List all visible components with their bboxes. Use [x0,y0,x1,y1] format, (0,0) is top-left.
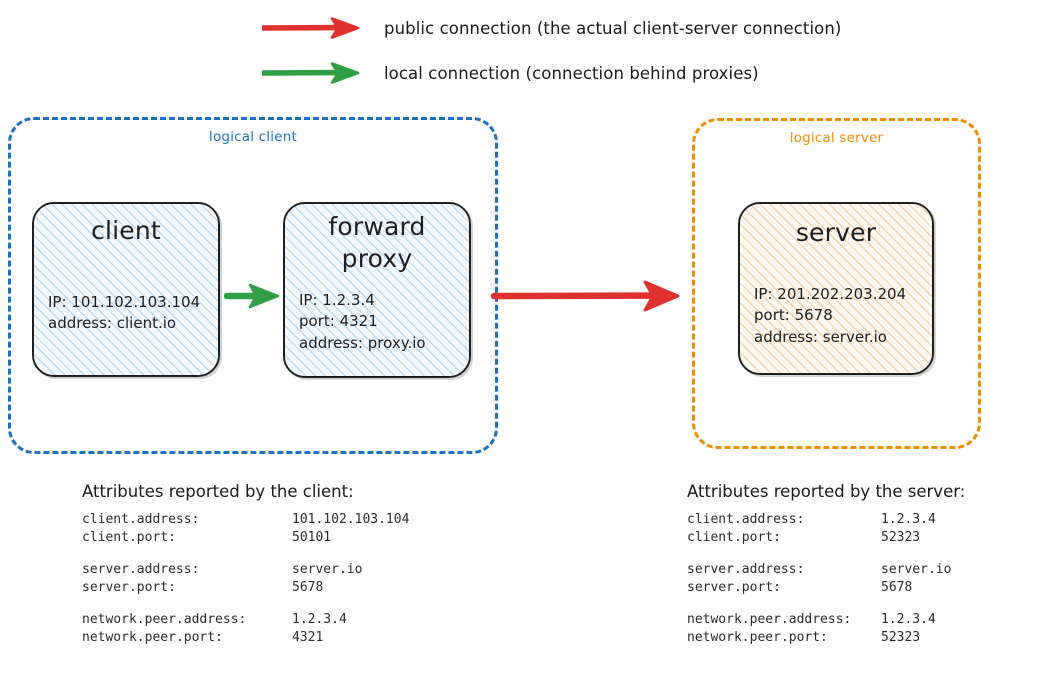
node-forward-proxy-props: IP: 1.2.3.4 port: 4321 address: proxy.io [299,291,426,352]
attribute-value: server.io [292,561,363,577]
node-server-title: server [795,218,877,247]
attributes-server-table: client.address: 1.2.3.4 client.port: 52323 s… [687,511,951,648]
red-arrow-icon [262,17,360,39]
legend-label-local: local connection (connection behind prox… [384,63,759,83]
attribute-value: 1.2.3.4 [292,611,347,627]
attribute-key: network.peer.address: [687,611,852,627]
attribute-row-spacer [82,598,409,611]
attribute-key: client.port: [82,530,176,546]
attribute-key: client.address: [687,512,805,527]
attribute-value: 52323 [881,630,921,646]
legend-item-public: public connection (the actual client-ser… [262,15,841,41]
attribute-key: server.address: [687,561,805,577]
attribute-value: 101.102.103.104 [292,512,410,527]
attribute-row: server.address: server.io [687,561,951,579]
attribute-value: 50101 [292,530,332,546]
logical-client-group: logical client [8,117,498,454]
attributes-server-block: Attributes reported by the server: clien… [687,482,965,648]
attribute-row: client.address: 1.2.3.4 [687,511,951,529]
attribute-row: server.port: 5678 [82,579,409,597]
green-arrow-icon [262,62,360,84]
attribute-row: client.port: 50101 [82,529,409,547]
attribute-value: 1.2.3.4 [881,512,936,527]
attributes-server-title: Attributes reported by the server: [687,482,966,501]
attribute-value: 52323 [881,530,921,546]
node-forward-proxy-title-line2: proxy [341,244,413,273]
attribute-row: network.peer.address: 1.2.3.4 [82,611,409,629]
attribute-row-spacer [687,548,951,561]
attributes-client-table: client.address: 101.102.103.104 client.por… [82,511,409,648]
node-server-props: IP: 201.202.203.204 port: 5678 address: … [754,285,907,346]
attribute-row: client.address: 101.102.103.104 [82,511,409,529]
attribute-key: client.port: [687,530,781,546]
attribute-row: network.peer.address: 1.2.3.4 [687,611,951,629]
attribute-key: server.port: [82,580,176,596]
attribute-key: network.peer.address: [82,611,247,627]
logical-client-label: logical client [209,129,297,145]
connector-client-to-proxy [224,283,280,309]
legend-item-local: local connection (connection behind prox… [262,60,759,86]
connector-proxy-to-server [490,280,680,312]
attribute-key: client.address: [82,512,200,527]
attribute-row: server.port: 5678 [687,579,951,597]
attribute-value: server.io [881,561,952,577]
attributes-client-rows: client.address: 101.102.103.104 client.por… [82,511,409,648]
attribute-value: 4321 [292,630,324,646]
node-client-props: IP: 101.102.103.104 address: client.io [48,293,201,333]
attributes-client-title: Attributes reported by the client: [82,482,354,501]
attribute-value: 1.2.3.4 [881,611,936,627]
attributes-server-rows: client.address: 1.2.3.4 client.port: 52323 s… [687,511,951,648]
attribute-row: network.peer.port: 4321 [82,629,409,647]
attribute-row: server.address: server.io [82,561,409,579]
logical-server-group: logical server [692,118,981,449]
attribute-key: server.address: [82,561,200,577]
logical-server-label: logical server [789,130,884,146]
attribute-key: server.port: [687,580,781,596]
node-forward-proxy-title-line1: forward [328,212,426,241]
attribute-row-spacer [82,548,409,561]
attribute-value: 5678 [881,580,913,596]
attribute-row: client.port: 52323 [687,529,951,547]
attribute-key: network.peer.port: [82,630,223,646]
node-client[interactable]: client IP: 101.102.103.104 address: clie… [32,202,220,377]
attribute-value: 5678 [292,580,324,596]
node-server[interactable]: server IP: 201.202.203.204 port: 5678 ad… [738,202,934,375]
attribute-row: network.peer.port: 52323 [687,629,951,647]
legend-label-public: public connection (the actual client-ser… [384,18,842,38]
node-forward-proxy[interactable]: forward proxy IP: 1.2.3.4 port: 4321 add… [283,202,471,378]
attribute-key: network.peer.port: [687,630,828,646]
node-client-title: client [91,216,161,245]
attribute-row-spacer [687,598,951,611]
attributes-client-block: Attributes reported by the client: clien… [82,482,409,648]
